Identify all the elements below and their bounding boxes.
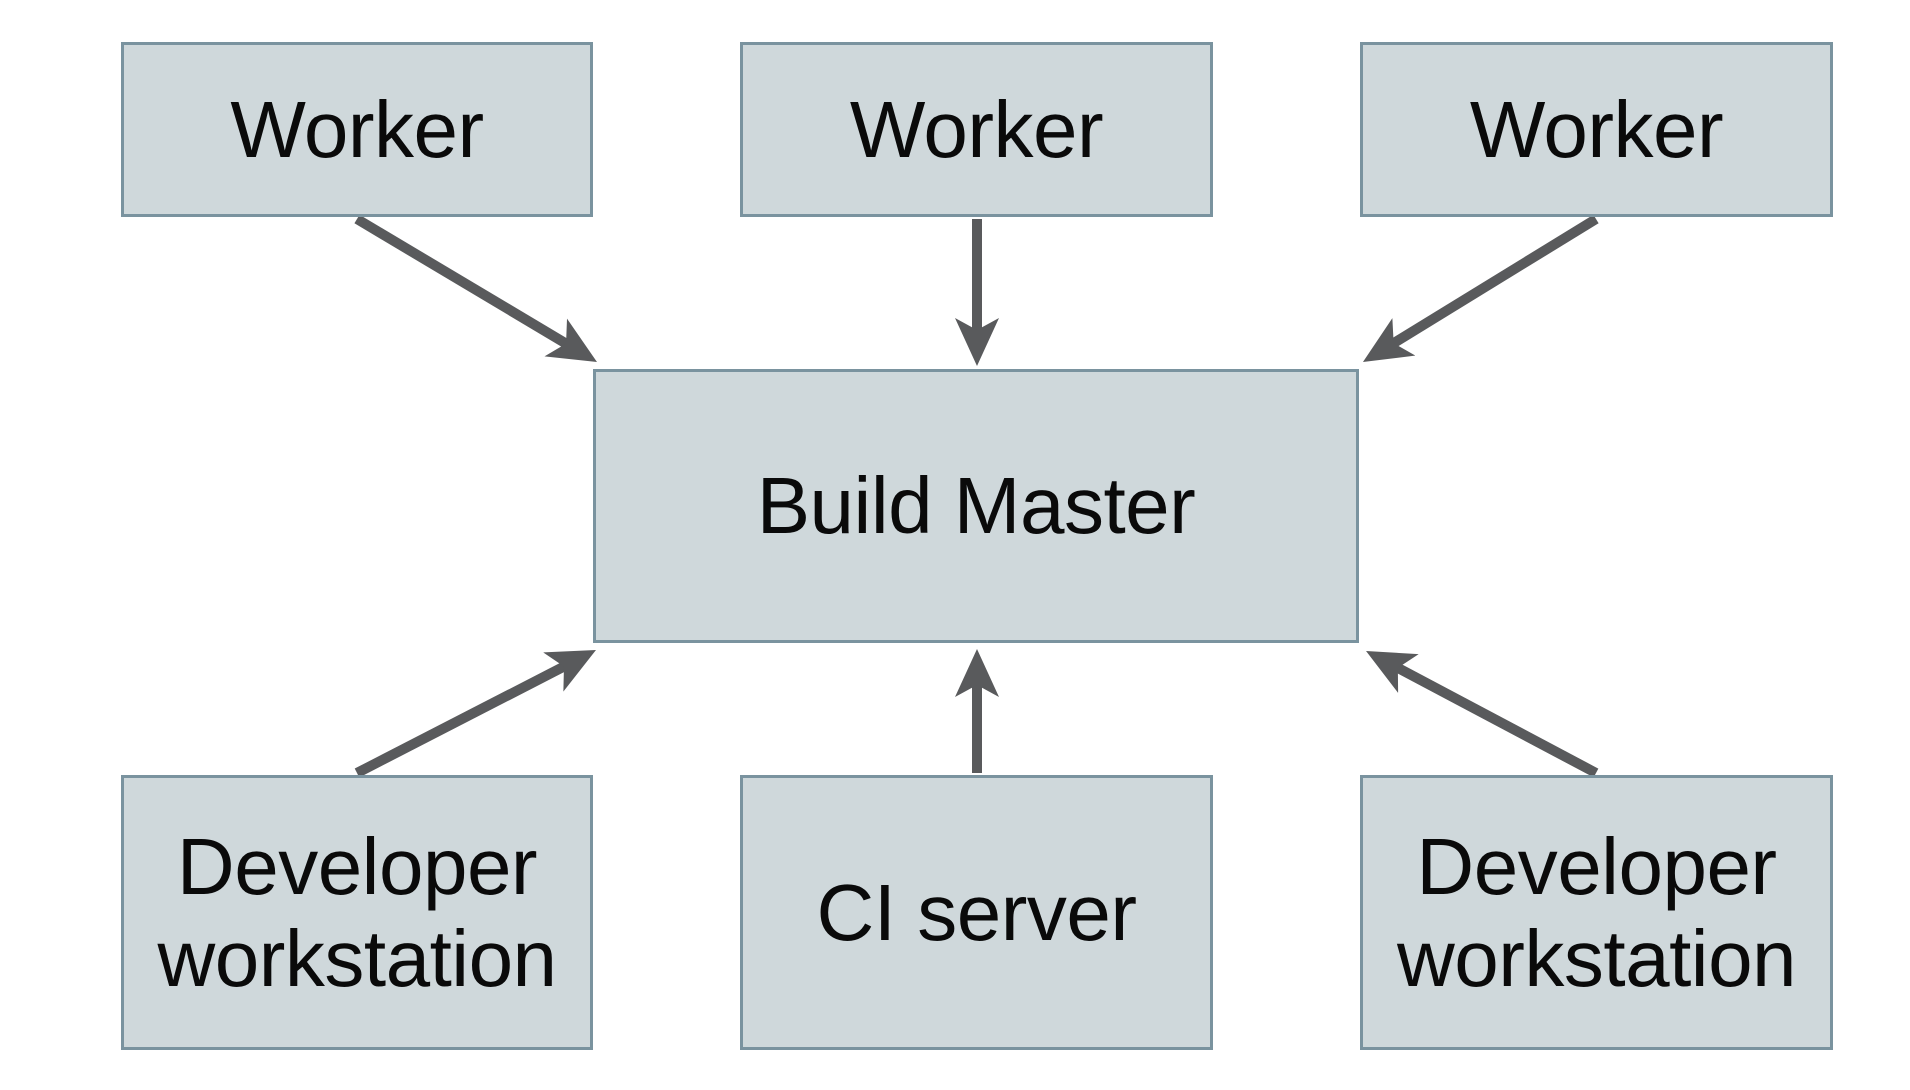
node-worker-1: Worker	[121, 42, 593, 217]
node-developer-workstation-2: Developer workstation	[1360, 775, 1833, 1050]
node-worker-3: Worker	[1360, 42, 1833, 217]
node-developer-workstation-2-label: Developer workstation	[1396, 821, 1797, 1003]
arrow-worker3-to-buildmaster	[1362, 214, 1599, 362]
node-ci-server: CI server	[740, 775, 1213, 1050]
node-developer-workstation-1-label: Developer workstation	[157, 821, 557, 1003]
arrow-devworkstation2-to-buildmaster	[1366, 651, 1599, 778]
node-build-master-label: Build Master	[756, 461, 1196, 550]
node-worker-2-label: Worker	[849, 84, 1104, 174]
arrow-worker1-to-buildmaster	[354, 214, 597, 363]
node-build-master: Build Master	[593, 369, 1359, 643]
node-worker-3-label: Worker	[1469, 84, 1724, 174]
node-worker-2: Worker	[740, 42, 1213, 217]
node-worker-1-label: Worker	[230, 84, 484, 174]
node-developer-workstation-1: Developer workstation	[121, 775, 593, 1050]
arrow-devworkstation1-to-buildmaster	[354, 650, 596, 778]
node-ci-server-label: CI server	[816, 867, 1138, 957]
